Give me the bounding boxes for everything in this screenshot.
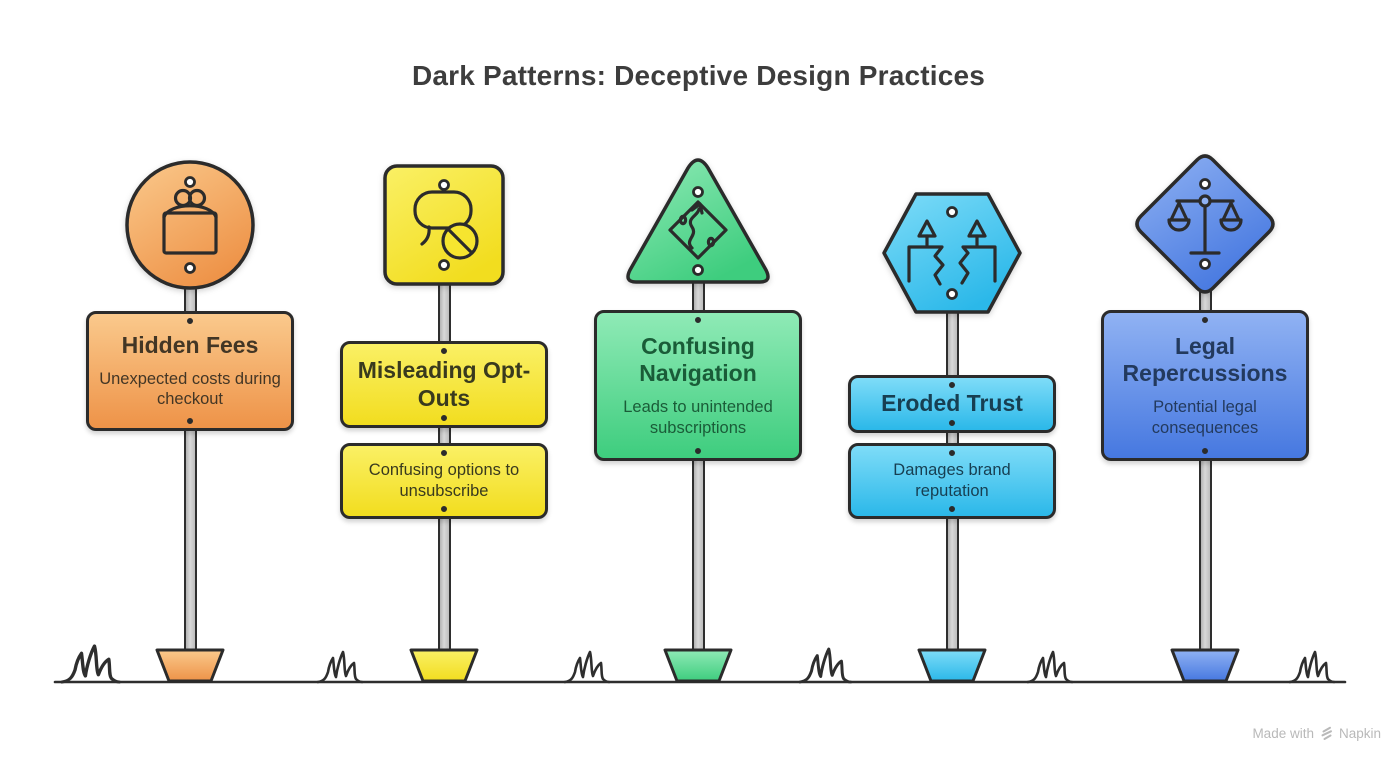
board-subtitle: Damages brand reputation [893,461,1011,500]
board-subtitle: Potential legal consequences [1151,397,1259,437]
winding-road-icon [668,200,728,260]
bolt [441,506,447,512]
grass-tuft [798,647,853,684]
bolt [949,506,955,512]
watermark-text: Made with [1252,726,1314,741]
grass-tuft [60,644,121,684]
grass-tuft [316,650,364,684]
watermark-brand: Napkin [1338,726,1381,741]
board-subtitle: Confusing options to unsubscribe [368,461,520,500]
sign-board: Damages brand reputation [848,443,1056,519]
bolt [184,176,196,188]
bolt [441,348,447,354]
sign-board: Confusing Navigation Leads to unintended… [594,310,802,461]
broken-trust-icon [907,219,997,286]
coin-purse-icon [162,188,218,255]
justice-scales-icon [1167,194,1243,255]
grass-tuft [1026,650,1074,684]
sign-head-diamond [1135,154,1275,294]
bolt [441,415,447,421]
board-title: Eroded Trust [881,390,1023,417]
sign-board: Eroded Trust [848,375,1056,433]
sign-head-square [383,164,505,286]
sign-base [663,648,733,683]
bolt [949,382,955,388]
bolt [438,259,450,271]
bolt [949,450,955,456]
board-title: Legal Repercussions [1122,332,1288,387]
board-title: Hidden Fees [121,332,259,359]
bolt [1199,178,1211,190]
bolt [184,262,196,274]
board-subtitle: Leads to unintended subscriptions [623,397,773,437]
bolt [187,418,193,424]
board-title: Confusing Navigation [639,332,757,387]
board-subtitle: Unexpected costs during checkout [99,369,281,409]
sign-base [1170,648,1240,683]
bolt [187,318,193,324]
sign-board: Misleading Opt-Outs [340,341,548,428]
grass-tuft [563,650,611,684]
bolt [949,420,955,426]
bolt [1199,258,1211,270]
bolt [946,288,958,300]
sign-board: Hidden Fees Unexpected costs during chec… [86,311,294,431]
bolt [692,264,704,276]
sign-base [917,648,987,683]
board-title: Misleading Opt-Outs [357,356,531,411]
sign-head-hexagon [882,192,1022,314]
watermark: Made with Napkin [1252,726,1381,741]
grass-tuft [1288,650,1336,684]
sign-base [155,648,225,683]
bolt [1202,317,1208,323]
sign-base [409,648,479,683]
bolt [695,448,701,454]
sign-head-circle [125,160,255,290]
sign-head-triangle [626,158,770,284]
bolt [1202,448,1208,454]
bolt [695,317,701,323]
bolt [438,179,450,191]
bolt [441,450,447,456]
sign-board: Legal Repercussions Potential legal cons… [1101,310,1309,461]
page-title: Dark Patterns: Deceptive Design Practice… [411,60,986,91]
bolt [946,206,958,218]
bolt [692,186,704,198]
napkin-logo-icon [1321,726,1332,740]
blocked-chat-icon [413,190,479,260]
sign-board: Confusing options to unsubscribe [340,443,548,519]
